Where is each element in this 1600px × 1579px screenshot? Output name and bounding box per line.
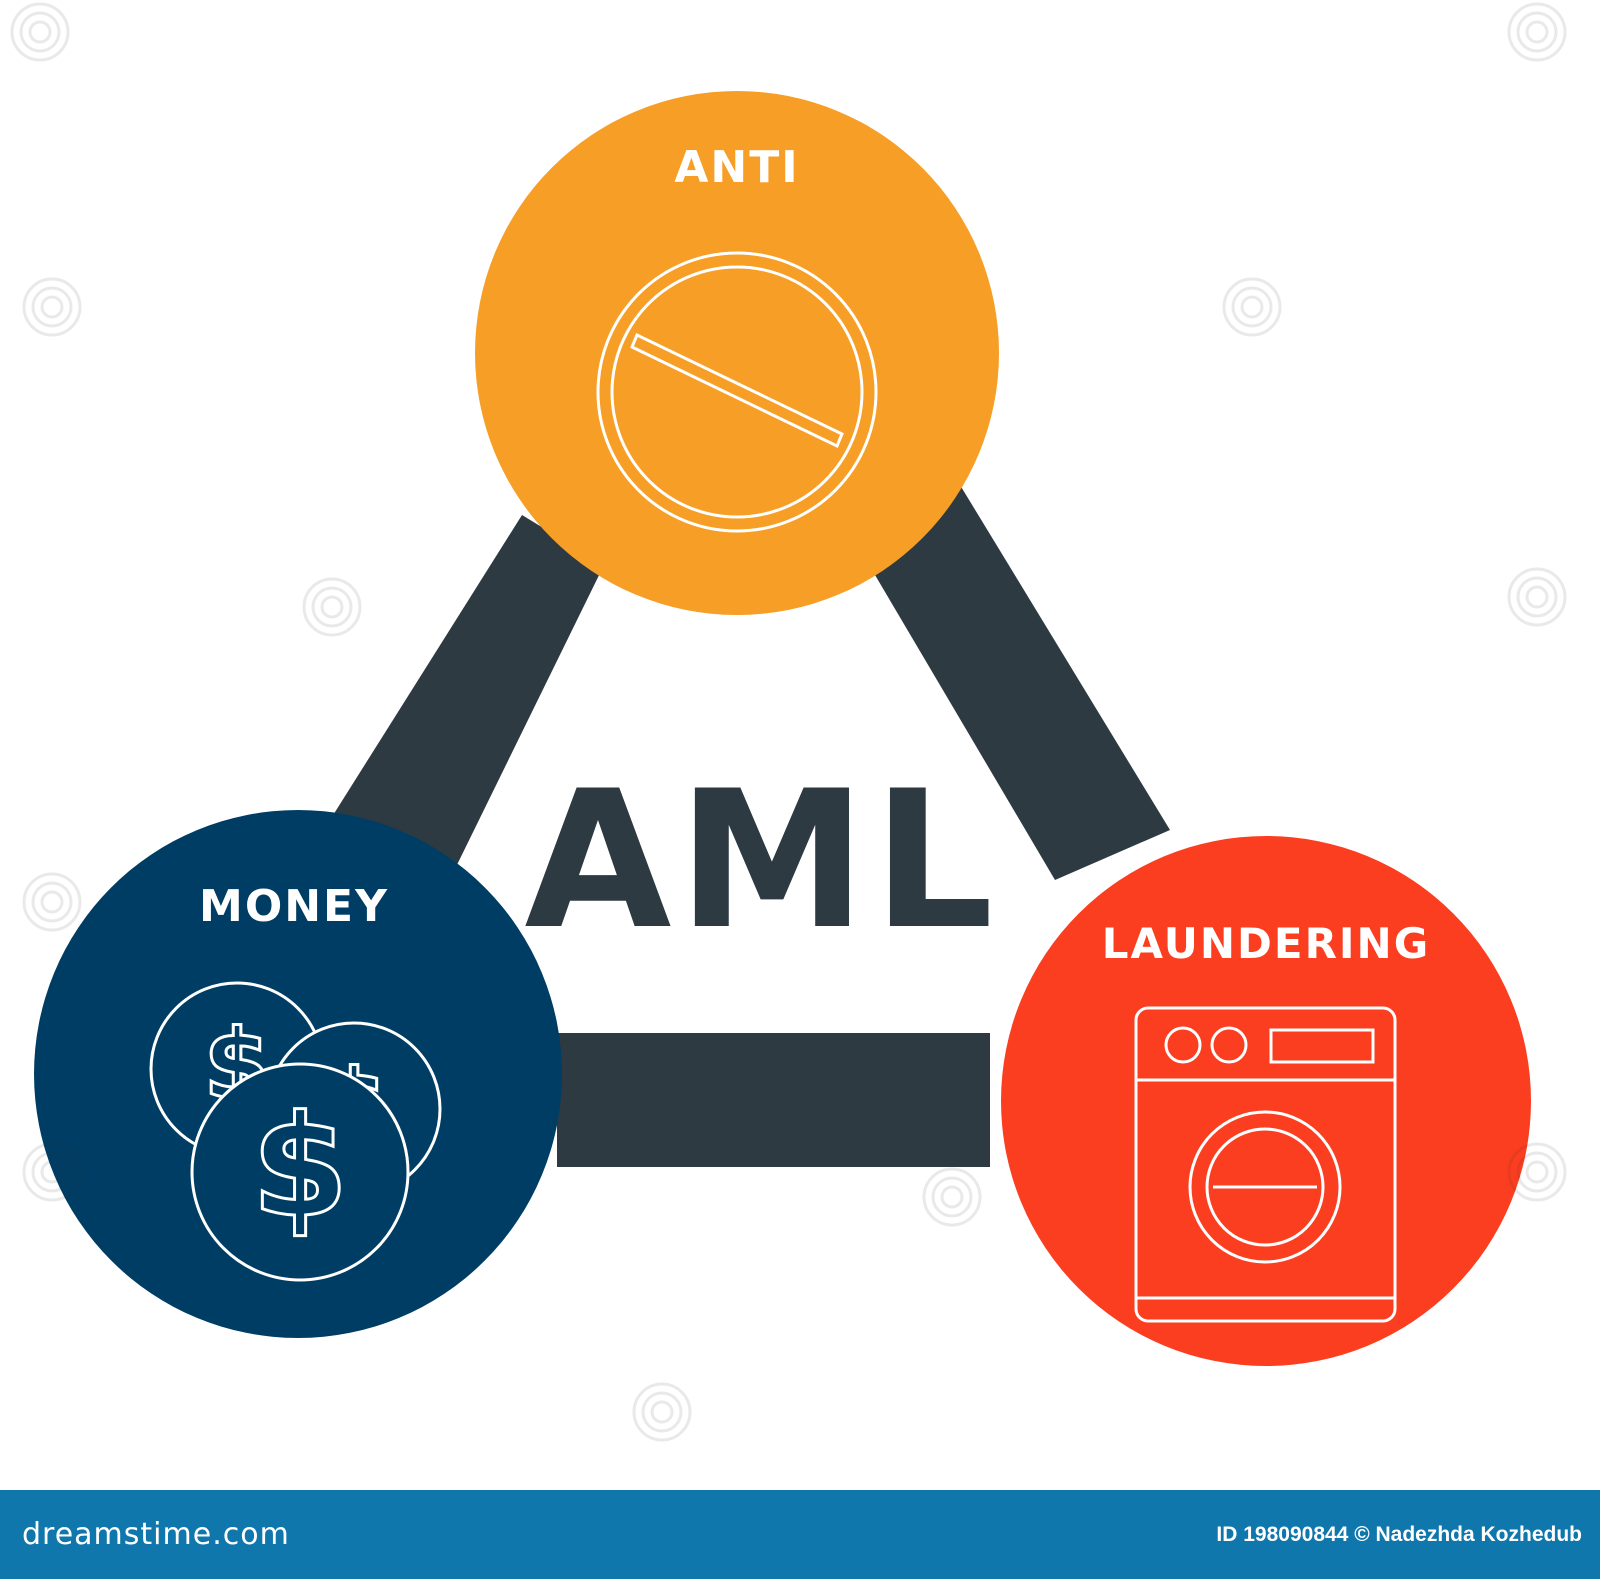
watermark-spiral-icon — [22, 1142, 82, 1202]
watermark-spiral-icon — [1507, 1142, 1567, 1202]
watermark-spiral-icon — [632, 1382, 692, 1442]
connector-bottom-edge — [557, 1033, 990, 1167]
washing-machine-icon — [1134, 1006, 1397, 1323]
watermark-spiral-icon — [922, 1167, 982, 1227]
watermark-spiral-icon — [1222, 277, 1282, 337]
node-laundering-label: LAUNDERING — [1102, 919, 1430, 968]
footer-credit: ID 198090844 © Nadezhda Kozhedub — [1216, 1522, 1582, 1546]
stock-footer-bar: dreamstime.com ID 198090844 © Nadezhda K… — [0, 1490, 1600, 1579]
connector-right-edge — [875, 485, 1170, 880]
connector-left-edge — [330, 515, 604, 875]
watermark-spiral-icon — [10, 2, 70, 62]
node-money: MONEY $ $ $ — [34, 810, 562, 1338]
watermark-spiral-icon — [22, 277, 82, 337]
watermark-spiral-icon — [302, 577, 362, 637]
node-laundering-circle — [1001, 836, 1531, 1366]
triangle-connector — [330, 485, 1170, 1167]
node-anti-circle — [475, 91, 999, 615]
node-anti-label: ANTI — [674, 142, 799, 193]
dollar-coins-icon: $ $ $ — [149, 981, 442, 1282]
watermark-spiral-icon — [1507, 2, 1567, 62]
node-anti: ANTI — [475, 91, 999, 615]
footer-brand: dreamstime.com — [22, 1517, 290, 1552]
node-laundering: LAUNDERING — [1001, 836, 1531, 1366]
node-money-label: MONEY — [199, 881, 389, 932]
prohibited-sign-icon — [596, 251, 878, 533]
watermark-spiral-icon — [22, 872, 82, 932]
svg-text:$: $ — [251, 1086, 348, 1249]
watermark-spiral-icon — [1507, 567, 1567, 627]
aml-triangle-diagram: AML ANTI MONEY $ $ $ — [34, 91, 1531, 1366]
center-acronym: AML — [524, 750, 999, 971]
